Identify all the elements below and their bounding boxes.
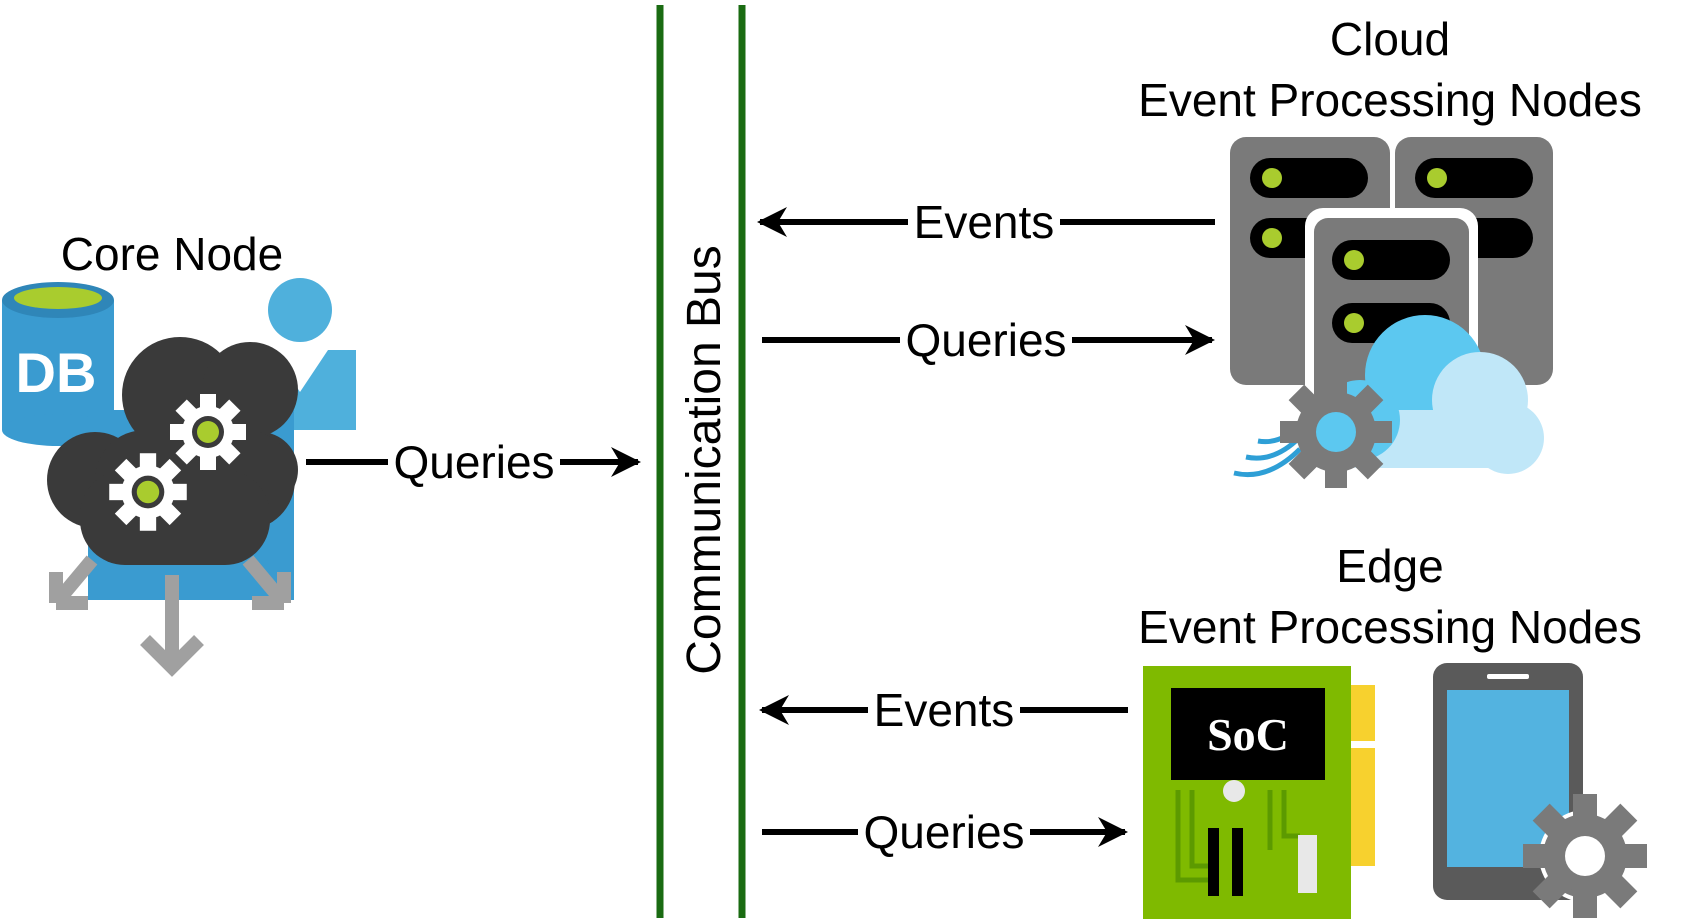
soc-label: SoC — [1207, 709, 1289, 760]
cloud-gear-icon — [1280, 376, 1392, 488]
cloud-queries-arrow: Queries — [762, 314, 1215, 366]
edge-events-arrow: Events — [759, 684, 1128, 736]
edge-title-line2: Event Processing Nodes — [1138, 601, 1642, 653]
gear-icon — [170, 394, 246, 470]
soc-board-icon: SoC — [1143, 666, 1375, 919]
cloud-queries-label: Queries — [905, 314, 1066, 366]
edge-title-line1: Edge — [1336, 540, 1443, 592]
distribution-arrows-icon — [49, 555, 291, 677]
gear-icon — [109, 453, 187, 531]
phone-gear-icon — [1523, 794, 1647, 918]
edge-events-label: Events — [874, 684, 1015, 736]
cloud-title-line1: Cloud — [1330, 13, 1450, 65]
cloud-title-line2: Event Processing Nodes — [1138, 74, 1642, 126]
edge-queries-arrow: Queries — [762, 806, 1128, 858]
cloud-section: Cloud Event Processing Nodes — [1138, 13, 1642, 488]
core-queries-label: Queries — [393, 436, 554, 488]
edge-section: Edge Event Processing Nodes SoC — [1138, 540, 1647, 919]
core-node: Core Node DB — [2, 228, 356, 677]
communication-bus-label: Communication Bus — [678, 245, 731, 675]
cloud-gears-icon — [47, 337, 298, 565]
communication-bus: Communication Bus — [656, 5, 746, 918]
core-node-title: Core Node — [61, 228, 283, 280]
core-queries-arrow: Queries — [306, 436, 641, 488]
edge-queries-label: Queries — [863, 806, 1024, 858]
database-label: DB — [16, 341, 97, 404]
cloud-events-arrow: Events — [757, 196, 1215, 248]
cloud-events-label: Events — [914, 196, 1055, 248]
